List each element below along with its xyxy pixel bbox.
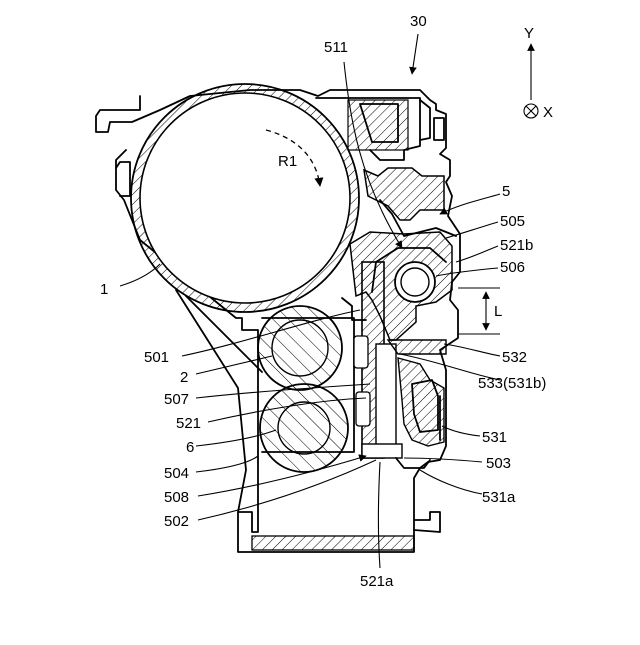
label-531a: 531a (482, 489, 516, 506)
y-axis-label: Y (524, 25, 534, 42)
label-1: 1 (100, 281, 108, 298)
developing-roller (260, 384, 348, 472)
dimension-L: L (458, 288, 502, 334)
photoconductor-drum (131, 84, 359, 312)
label-5: 5 (502, 183, 510, 200)
label-2: 2 (180, 369, 188, 386)
label-504: 504 (164, 465, 189, 482)
label-501: 501 (144, 349, 169, 366)
dimension-label: L (494, 303, 502, 320)
axis-indicator: Y X (524, 25, 553, 121)
label-505: 505 (500, 213, 525, 230)
label-506: 506 (500, 259, 525, 276)
label-521a: 521a (360, 573, 394, 590)
label-521: 521 (176, 415, 201, 432)
label-6: 6 (186, 439, 194, 456)
label-503: 503 (486, 455, 511, 472)
x-axis-label: X (543, 104, 553, 121)
plate-532 (388, 340, 446, 354)
label-508: 508 (164, 489, 189, 506)
label-30: 30 (410, 13, 427, 30)
label-511: 511 (324, 39, 348, 56)
label-507: 507 (164, 391, 189, 408)
label-531: 531 (482, 429, 507, 446)
label-r1: R1 (278, 153, 297, 170)
label-521b: 521b (500, 237, 533, 254)
reference-numerals: 30 511 R1 5 505 521b 506 1 501 532 2 533… (100, 13, 546, 590)
label-532: 532 (502, 349, 527, 366)
label-533: 533(531b) (478, 375, 546, 392)
label-502: 502 (164, 513, 189, 530)
